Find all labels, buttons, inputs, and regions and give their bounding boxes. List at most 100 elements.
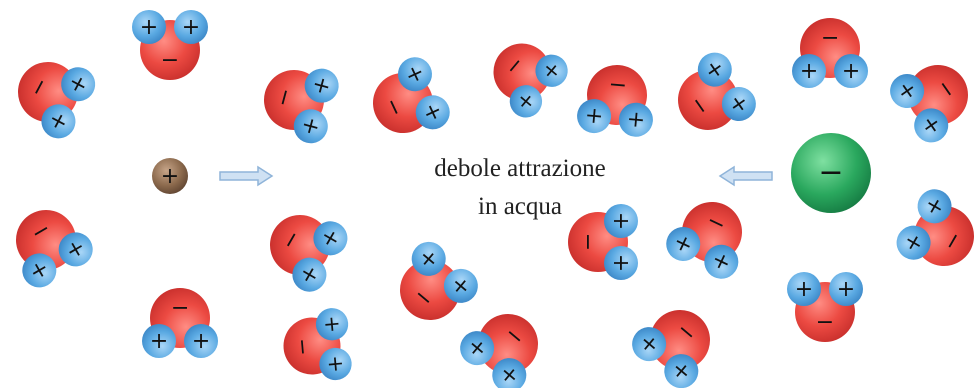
water-molecules: ++−++−++−++−++−++−++−++−++−++−++−++−++−+… (16, 10, 974, 388)
cation-sphere (152, 158, 188, 194)
hydrogen-atom (292, 257, 327, 292)
oxygen-sign: − (608, 71, 629, 98)
water-molecule: + +− (132, 10, 208, 80)
hydrogen-atom (604, 204, 638, 238)
hydrogen-atom (697, 52, 732, 87)
hydrogen-sign: + (837, 277, 855, 302)
hydrogen-atom (618, 102, 653, 137)
hydrogen-atom (721, 87, 756, 122)
oxygen-atom (400, 260, 460, 320)
water-molecule: ++− (270, 215, 348, 292)
hydrogen-atom (917, 189, 952, 224)
hydrogen-atom (443, 268, 478, 303)
oxygen-atom (678, 70, 738, 130)
hydrogen-atom (666, 226, 701, 261)
water-molecule: ++− (264, 68, 339, 144)
cation: + (152, 158, 188, 194)
hydrogen-atom (397, 57, 432, 92)
hydrogen-atom (664, 354, 699, 388)
hydrogen-atom (460, 331, 495, 366)
hydrogen-atom (411, 241, 446, 276)
oxygen-atom (478, 314, 538, 374)
hydrogen-sign: + (192, 328, 210, 353)
caption-line-1: debole attrazione (434, 155, 606, 182)
oxygen-sign: − (816, 310, 834, 335)
ions: + − (152, 133, 871, 213)
hydrogen-atom (315, 308, 349, 341)
arrow-left (718, 165, 773, 187)
hydrogen-atom (896, 225, 931, 260)
anion-sphere (791, 133, 871, 213)
water-molecule: ++− (16, 210, 93, 288)
hydrogen-sign: + (626, 106, 647, 133)
hydrogen-sign: + (842, 58, 860, 83)
hydrogen-atom (174, 10, 208, 44)
hydrogen-sign: + (323, 354, 348, 374)
hydrogen-atom (787, 272, 821, 306)
water-molecule: ++− (493, 43, 568, 118)
hydrogen-sign: + (608, 212, 633, 230)
hydrogen-atom (914, 108, 949, 143)
hydrogen-atom (58, 232, 93, 267)
hydrogen-atom (577, 99, 612, 134)
hydrogen-atom (509, 85, 543, 118)
hydrogen-atom (704, 244, 739, 279)
cation-sign: + (161, 164, 179, 189)
water-molecule: ++− (666, 202, 742, 279)
hydrogen-atom (492, 358, 527, 388)
anion: − (791, 133, 871, 213)
hydrogen-atom (22, 253, 57, 288)
caption: debole attrazione in acqua (400, 150, 640, 226)
water-molecule: ++− (460, 314, 538, 388)
hydrogen-sign: + (584, 102, 605, 129)
hydrogen-atom (293, 109, 328, 144)
oxygen-atom (908, 65, 968, 125)
hydrogen-sign: + (320, 314, 345, 334)
water-molecule: ++− (632, 310, 710, 388)
water-molecule: ++− (890, 65, 968, 143)
hydrogen-atom (834, 54, 868, 88)
hydrogen-atom (535, 54, 568, 87)
water-molecule: ++− (577, 65, 653, 137)
hydrogen-sign: + (795, 277, 813, 302)
oxygen-sign: − (821, 25, 839, 50)
oxygen-sign: − (575, 233, 600, 251)
water-molecule: ++− (283, 308, 352, 381)
hydrogen-atom (41, 104, 76, 139)
hydrogen-atom (632, 327, 667, 362)
water-molecule: ++− (896, 189, 974, 266)
water-molecule: ++− (373, 57, 450, 133)
hydrogen-atom (604, 246, 638, 280)
water-molecule: ++− (678, 52, 756, 130)
hydrogen-atom (415, 95, 450, 130)
hydrogen-atom (890, 73, 925, 108)
hydrogen-atom (132, 10, 166, 44)
oxygen-atom (650, 310, 710, 370)
hydrogen-sign: + (800, 58, 818, 83)
oxygen-sign: − (171, 295, 189, 320)
hydrogen-atom (829, 272, 863, 306)
hydrogen-atom (304, 68, 339, 103)
hydrogen-atom (142, 324, 176, 358)
water-molecule: + +− (787, 272, 863, 342)
water-molecule: + +− (142, 288, 218, 358)
hydrogen-atom (61, 67, 96, 102)
anion-sign: − (818, 155, 843, 190)
attraction-arrows (219, 165, 773, 187)
water-molecule: + +− (792, 18, 868, 88)
hydrogen-sign: + (140, 15, 158, 40)
caption-line-2: in acqua (478, 193, 562, 220)
hydrogen-atom (319, 347, 352, 381)
water-molecule: ++− (18, 62, 96, 139)
hydrogen-sign: + (182, 15, 200, 40)
water-molecule: ++− (400, 241, 478, 320)
water-molecule: + +− (568, 204, 638, 280)
arrow-right (219, 165, 274, 187)
oxygen-atom (493, 43, 551, 101)
hydrogen-atom (184, 324, 218, 358)
hydrogen-sign: + (608, 254, 633, 272)
hydrogen-sign: + (150, 328, 168, 353)
oxygen-sign: − (161, 48, 179, 73)
